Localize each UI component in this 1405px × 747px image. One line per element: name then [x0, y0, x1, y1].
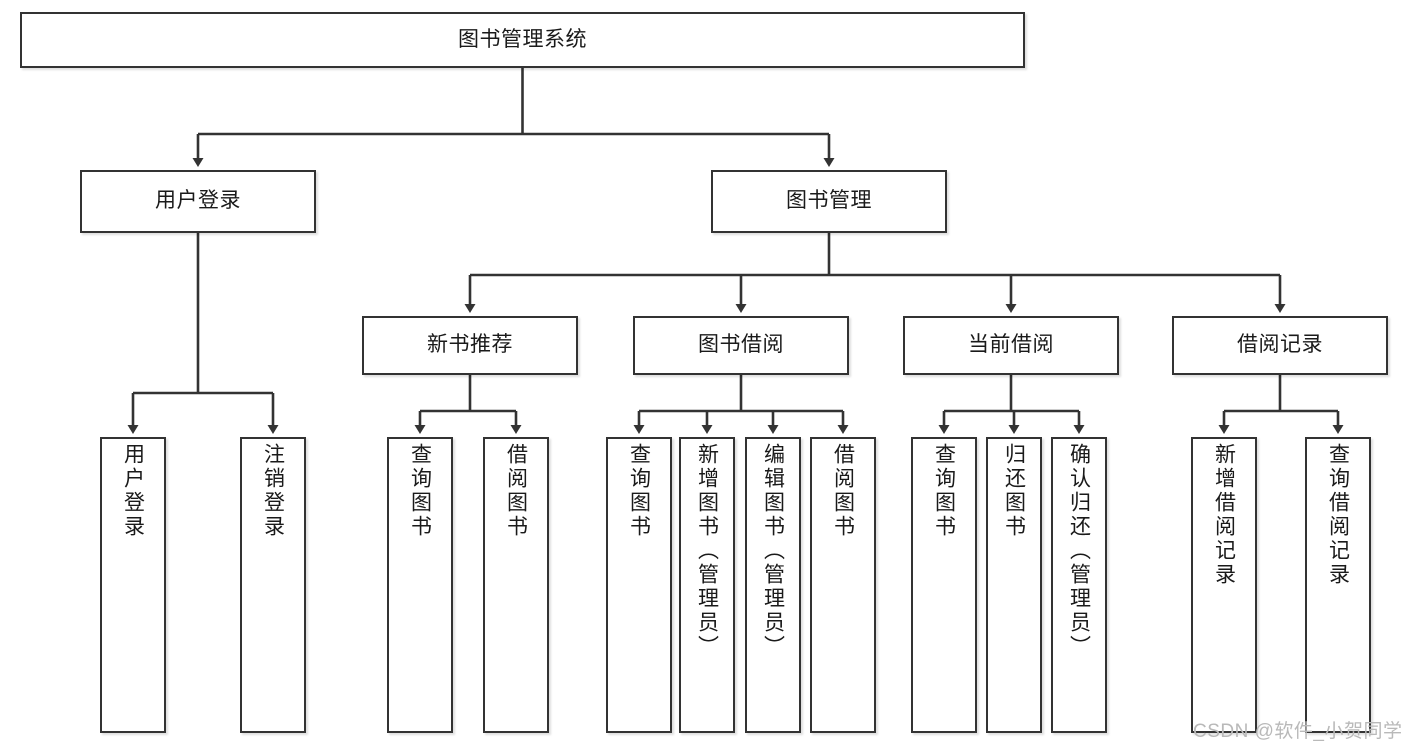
node-user-login[interactable]: 用户登录 [80, 170, 316, 233]
node-leaf-edit-book[interactable]: 编辑图书（管理员） [745, 437, 801, 733]
node-leaf-add-record[interactable]: 新增借阅记录 [1191, 437, 1257, 733]
node-book-borrow[interactable]: 图书借阅 [633, 316, 849, 375]
node-leaf-return-book[interactable]: 归还图书 [986, 437, 1042, 733]
node-borrow-record[interactable]: 借阅记录 [1172, 316, 1388, 375]
node-new-book-recommend[interactable]: 新书推荐 [362, 316, 578, 375]
node-borrow-record-label: 借阅记录 [1237, 333, 1323, 357]
node-leaf-confirm-return[interactable]: 确认归还（管理员） [1051, 437, 1107, 733]
node-leaf-query-book-2-label: 查询图书 [627, 443, 651, 539]
watermark-text: CSDN @软件_小贺同学 [1193, 721, 1403, 742]
node-book-manage[interactable]: 图书管理 [711, 170, 947, 233]
node-leaf-add-book[interactable]: 新增图书（管理员） [679, 437, 735, 733]
node-leaf-add-book-label: 新增图书（管理员） [695, 443, 719, 659]
node-leaf-query-record-label: 查询借阅记录 [1326, 443, 1350, 587]
node-leaf-return-book-label: 归还图书 [1002, 443, 1026, 539]
node-leaf-user-login[interactable]: 用户登录 [100, 437, 166, 733]
node-leaf-edit-book-label: 编辑图书（管理员） [761, 443, 785, 659]
node-leaf-add-record-label: 新增借阅记录 [1212, 443, 1236, 587]
node-leaf-borrow-book-1-label: 借阅图书 [504, 443, 528, 539]
node-current-borrow[interactable]: 当前借阅 [903, 316, 1119, 375]
node-leaf-borrow-book-2-label: 借阅图书 [831, 443, 855, 539]
node-current-borrow-label: 当前借阅 [968, 333, 1054, 357]
node-leaf-confirm-return-label: 确认归还（管理员） [1067, 443, 1091, 659]
node-leaf-query-book-1[interactable]: 查询图书 [387, 437, 453, 733]
node-leaf-borrow-book-2[interactable]: 借阅图书 [810, 437, 876, 733]
node-leaf-query-book-2[interactable]: 查询图书 [606, 437, 672, 733]
node-leaf-query-record[interactable]: 查询借阅记录 [1305, 437, 1371, 733]
node-root-label: 图书管理系统 [458, 27, 587, 51]
node-user-login-label: 用户登录 [155, 189, 241, 213]
node-leaf-logout[interactable]: 注销登录 [240, 437, 306, 733]
node-leaf-logout-label: 注销登录 [261, 443, 285, 539]
node-leaf-query-book-1-label: 查询图书 [408, 443, 432, 539]
node-leaf-borrow-book-1[interactable]: 借阅图书 [483, 437, 549, 733]
node-book-borrow-label: 图书借阅 [698, 333, 784, 357]
node-book-manage-label: 图书管理 [786, 189, 872, 213]
node-new-book-recommend-label: 新书推荐 [427, 333, 513, 357]
node-leaf-query-book-3[interactable]: 查询图书 [911, 437, 977, 733]
node-root[interactable]: 图书管理系统 [20, 12, 1025, 68]
node-leaf-user-login-label: 用户登录 [121, 443, 145, 539]
node-leaf-query-book-3-label: 查询图书 [932, 443, 956, 539]
